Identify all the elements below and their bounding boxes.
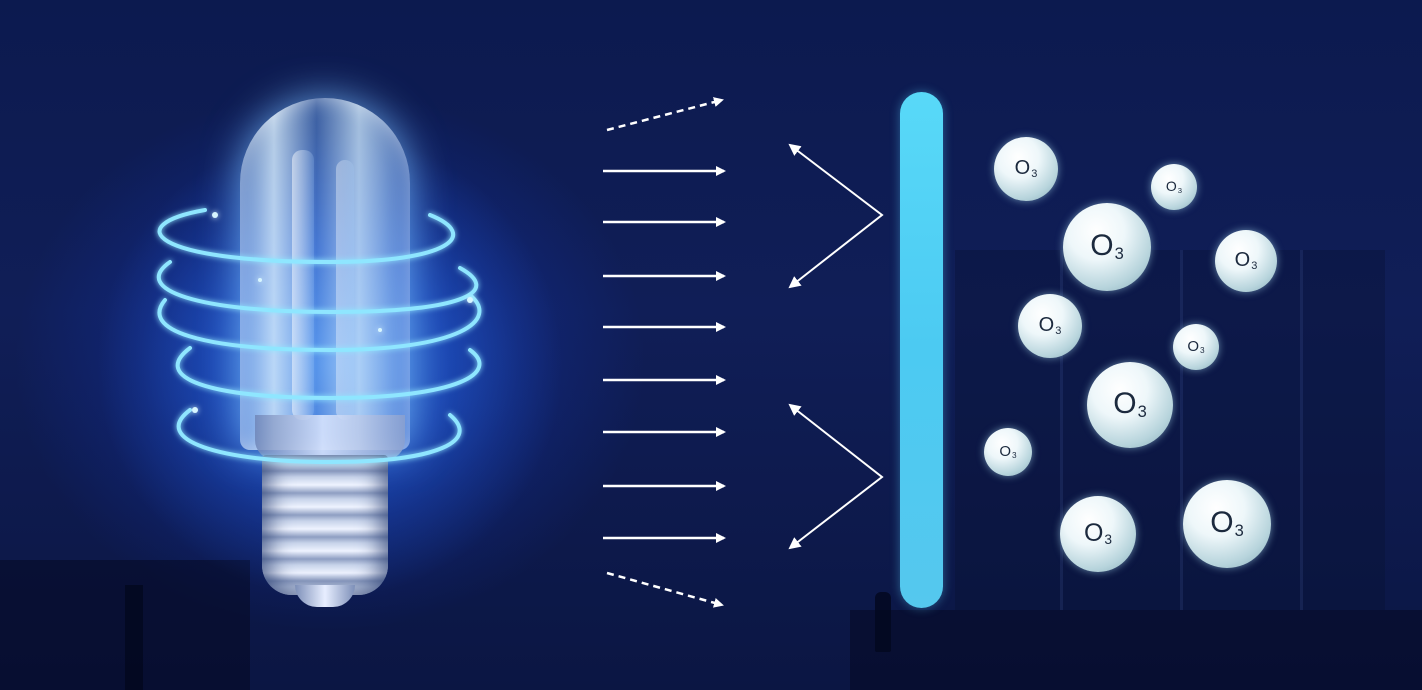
ozone-subscript: 3 [1251, 259, 1258, 272]
lamp-glass-tube [240, 98, 410, 450]
ozone-symbol: O [1090, 229, 1114, 263]
ozone-subscript: 3 [1137, 403, 1147, 422]
swirl-ring [157, 208, 455, 265]
ozone-bubble: O3 [1087, 362, 1173, 448]
room-furniture-right [850, 610, 1422, 690]
ozone-bubble: O3 [1060, 496, 1136, 572]
ozone-subscript: 3 [1031, 167, 1038, 180]
ozone-symbol: O [1234, 249, 1251, 272]
ozone-symbol: O [1187, 337, 1200, 355]
ozone-symbol: O [1083, 518, 1104, 547]
sparkle [212, 212, 218, 218]
swirl-ring [157, 293, 482, 353]
ozone-subscript: 3 [1055, 324, 1062, 337]
lamp-filament [292, 150, 314, 420]
ozone-bubble: O3 [1173, 324, 1219, 370]
ozone-bubble: O3 [1215, 230, 1277, 292]
ozone-bubble: O3 [994, 137, 1058, 201]
swirl-ring [156, 260, 479, 315]
swirl-ring [176, 408, 462, 465]
swirl-ring [175, 346, 482, 401]
ozone-subscript: 3 [1104, 532, 1113, 548]
ozone-symbol: O [1113, 387, 1137, 421]
sparkle [258, 278, 262, 282]
lamp-collar [255, 415, 405, 460]
ozone-subscript: 3 [1114, 245, 1124, 264]
room-window-bar [1060, 250, 1063, 610]
ozone-subscript: 3 [1012, 450, 1017, 460]
ozone-bubble: O3 [1183, 480, 1271, 568]
lamp-screw-base [262, 455, 388, 595]
ozone-symbol: O [1014, 157, 1031, 180]
room-bottle-silhouette [875, 592, 891, 652]
ozone-bubble: O3 [1018, 294, 1082, 358]
sparkle [467, 297, 473, 303]
ozone-subscript: 3 [1177, 186, 1183, 196]
ozone-symbol: O [1210, 506, 1234, 540]
sparkle [192, 407, 198, 413]
ozone-subscript: 3 [1200, 345, 1205, 355]
room-window-bar [1180, 250, 1183, 610]
reflection-arrow [788, 403, 884, 550]
uv-ray-dashed [606, 97, 724, 132]
room-window-bar [1300, 250, 1303, 610]
reflection-arrow [788, 143, 884, 289]
uv-ray-dashed [606, 571, 724, 608]
quartz-barrier [900, 92, 943, 608]
ozone-symbol: O [1165, 178, 1177, 195]
ozone-subscript: 3 [1234, 522, 1244, 541]
ozone-symbol: O [999, 442, 1012, 460]
room-lamp-silhouette [125, 585, 143, 690]
ozone-bubble: O3 [984, 428, 1032, 476]
lamp-base-tip [295, 585, 355, 607]
ozone-symbol: O [1038, 314, 1055, 337]
sparkle [378, 328, 382, 332]
ozone-bubble: O3 [1063, 203, 1151, 291]
lamp-filament [336, 160, 354, 420]
ozone-bubble: O3 [1151, 164, 1197, 210]
